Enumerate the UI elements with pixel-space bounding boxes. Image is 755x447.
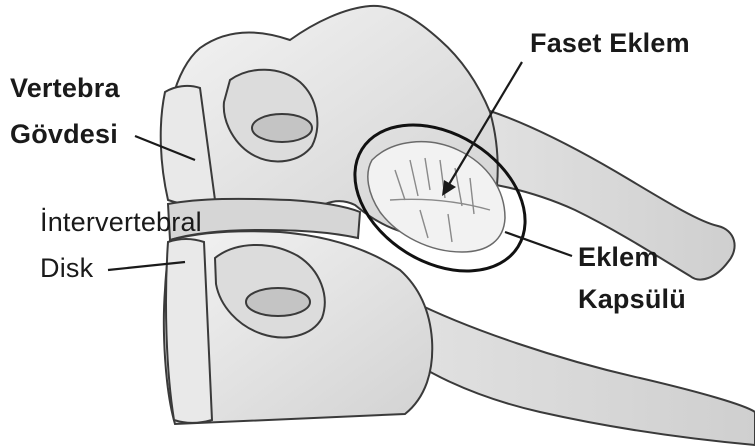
lower-vertebral-body bbox=[166, 239, 212, 423]
vertebral-body-label-line1: Vertebra bbox=[10, 73, 120, 103]
capsule-label-line2: Kapsülü bbox=[578, 284, 686, 314]
vertebral-body-label-line2: Gövdesi bbox=[10, 119, 118, 149]
lower-spinous-process bbox=[390, 300, 755, 445]
capsule-label-line1: Eklem bbox=[578, 242, 659, 272]
disc-label-line2: Disk bbox=[40, 253, 93, 283]
lower-canal-ring bbox=[246, 288, 310, 316]
disc-label-line1: İntervertebral bbox=[40, 207, 202, 237]
upper-canal-ring bbox=[252, 114, 312, 142]
facet-joint-label: Faset Eklem bbox=[530, 28, 690, 58]
